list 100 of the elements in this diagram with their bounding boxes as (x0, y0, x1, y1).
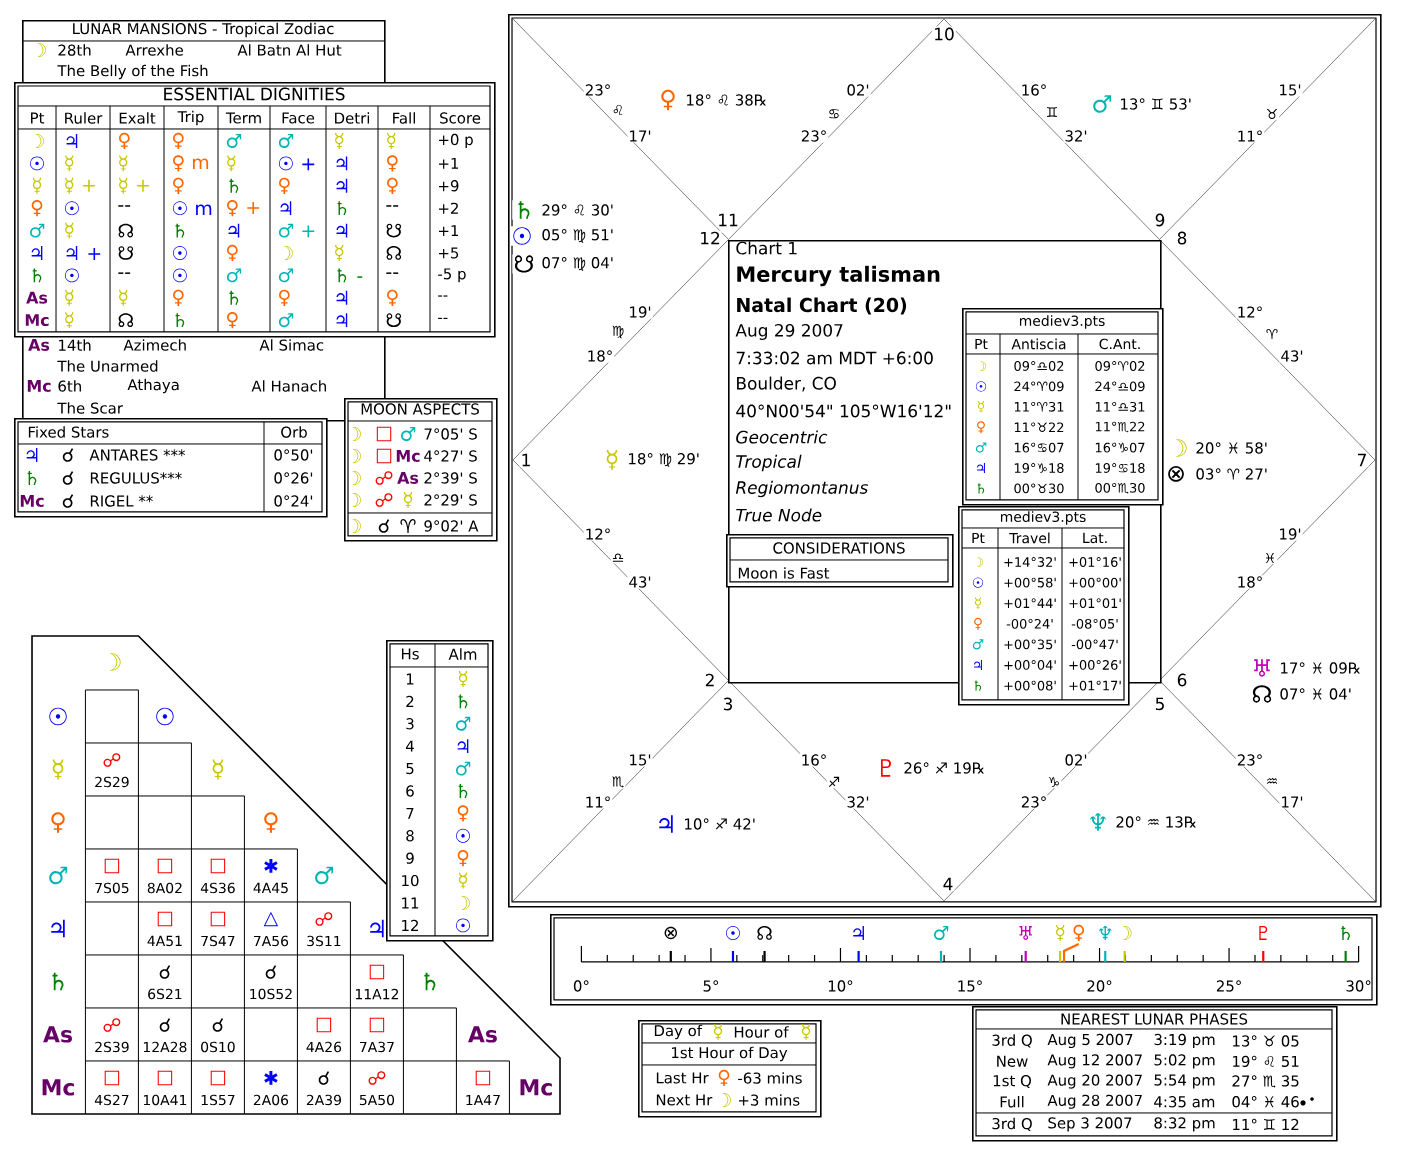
planet-symbol: ☽ (352, 471, 361, 485)
planet-symbol: ☉ + (278, 156, 315, 171)
table-panel (972, 1005, 1338, 1142)
planet-symbol: ☉ (456, 828, 470, 843)
aspect-symbol: ☌ (159, 965, 171, 979)
planet-symbol: ♄ (52, 972, 64, 991)
planet-symbol: ♀ (1073, 924, 1085, 942)
planet-symbol: ☿ (52, 759, 64, 780)
planet-symbol: ♀ (31, 200, 43, 217)
aspect-symbol: ☍ (375, 493, 393, 507)
info-text: Natal Chart (20) (737, 297, 907, 315)
info-text: Regiomontanus (735, 480, 868, 498)
planet-symbol: ☿ (65, 155, 74, 172)
planet-symbol: ♂ (226, 134, 242, 148)
planet-symbol: ☽ (1166, 438, 1190, 458)
planet-symbol: ♀ (173, 132, 184, 150)
aspect-symbol: ☍ (368, 1071, 386, 1085)
aspect-symbol: □ (210, 911, 226, 927)
info-text: 7:33:02 am MDT +6:00 (736, 351, 933, 365)
planet-symbol: ♃ (336, 313, 348, 328)
table-value: ☋ (386, 223, 402, 238)
planet-symbol: ♀ (279, 177, 290, 194)
table-value: ☋ (118, 246, 134, 260)
planet-symbol: ☿ (403, 492, 413, 508)
planet-symbol: ♂ (456, 716, 471, 731)
aspect-symbol: □ (104, 1070, 120, 1086)
planet-symbol: ☿ (1056, 925, 1065, 941)
planet-symbol: ☿ (458, 872, 468, 889)
planet-symbol: ♀ (51, 812, 65, 833)
planet-symbol: ♄ (175, 223, 185, 238)
planet-symbol: ☊ (1250, 684, 1274, 704)
aspect-grid (31, 635, 561, 1115)
aspect-symbol: □ (210, 858, 226, 874)
planet-symbol: ♀ (387, 289, 398, 306)
planet-symbol: ☿ (335, 245, 344, 261)
planet-symbol: Mc (42, 1079, 74, 1096)
planet-symbol: ♂ (456, 761, 471, 776)
ruler-panel (550, 913, 1378, 1006)
table-value: ☋ (386, 313, 402, 327)
planet-symbol: ☿ (335, 133, 344, 149)
planet-symbol: ☽ (461, 896, 470, 910)
planet-symbol: ♄ (458, 784, 468, 798)
planet-symbol: ♂ (30, 223, 45, 238)
planet-symbol: ♄ - (337, 268, 363, 283)
table-panel (726, 534, 954, 588)
planet-symbol: ♂ (278, 134, 294, 148)
info-text: Mercury talisman (737, 265, 940, 287)
aspect-symbol: ☌ (159, 1018, 171, 1032)
aspect-symbol: ☌ (378, 519, 390, 533)
info-text: Tropical (736, 454, 802, 472)
table-value: -- (386, 205, 399, 207)
table-panel (962, 307, 1164, 506)
table-panel (638, 1019, 822, 1118)
aspect-symbol: □ (369, 1017, 385, 1033)
planet-symbol: ♀ (264, 812, 278, 833)
planet-symbol: ♂ (278, 268, 294, 283)
planet-symbol: ♃ (31, 246, 43, 260)
zodiac-symbol: ♈ (400, 519, 416, 533)
planet-symbol: ⊗ (1165, 465, 1187, 483)
planet-symbol: ♃ (457, 739, 469, 754)
planet-symbol: ♂ + (278, 223, 315, 238)
planet-symbol: As (43, 1026, 72, 1043)
planet-symbol: ♄ (1341, 926, 1350, 940)
planet-symbol: ♄ (229, 290, 239, 305)
table-value: ☊ (118, 313, 134, 328)
planet-symbol: ♀ (387, 155, 398, 172)
planet-symbol: ♂ (278, 313, 294, 328)
planet-symbol: ♅ (1250, 658, 1274, 678)
planet-symbol: ♀ (227, 244, 238, 262)
planet-symbol: ☿ (212, 759, 224, 780)
planet-symbol: ♂ (1090, 94, 1114, 114)
info-text: Boulder, CO (737, 376, 836, 392)
aspect-symbol: □ (376, 448, 392, 464)
planet-symbol: ☽ (37, 43, 46, 57)
planet-symbol: ☿ (227, 155, 236, 172)
planet-symbol: ♀ (227, 312, 238, 329)
table-value: -- (118, 205, 131, 207)
planet-symbol: ♂ (49, 866, 68, 885)
planet-symbol: ♃ (51, 919, 65, 938)
aspect-symbol: ☍ (315, 912, 333, 926)
planet-symbol: ☿ (458, 671, 468, 687)
aspect-symbol: ✱ (264, 859, 278, 873)
planet-symbol: ☉ (49, 707, 67, 726)
planet-symbol: ♆ (1086, 812, 1110, 832)
planet-symbol: ♀ m (173, 155, 209, 172)
info-text: 40°N00'54" 105°W16'12" (736, 404, 951, 418)
table-panel (14, 417, 328, 518)
aspect-symbol: □ (104, 858, 120, 874)
planet-symbol: ♀ (173, 289, 184, 306)
planet-symbol: ♃ (336, 223, 348, 238)
planet-symbol: ♃ (336, 178, 348, 193)
planet-symbol: ♀ (457, 805, 469, 822)
planet-symbol: ☽ (722, 1093, 731, 1107)
planet-symbol: ☽ (35, 134, 44, 148)
planet-symbol: ♀ (279, 289, 290, 306)
aspect-symbol: △ (263, 911, 279, 927)
planet-symbol: ♃ + (66, 246, 101, 260)
planet-symbol: ♃ (66, 134, 78, 148)
planet-symbol: ♆ (1099, 926, 1112, 940)
aspect-symbol: □ (157, 911, 173, 927)
